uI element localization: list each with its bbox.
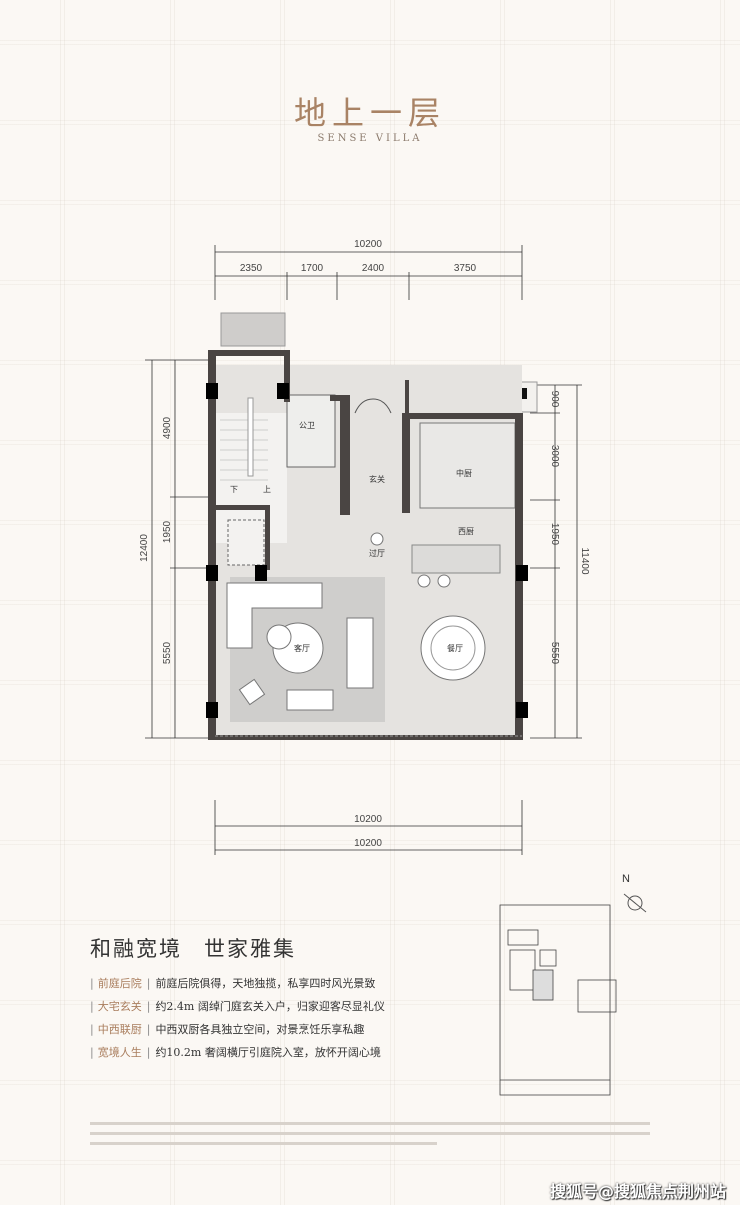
dim-right-4: 5550 (549, 642, 560, 665)
dim-left-1: 4900 (162, 416, 173, 439)
room-bathroom: 公卫 (299, 421, 315, 430)
compass-icon (623, 893, 647, 913)
feature-item: |大宅玄关|约2.4m 阔绰门庭玄关入户，归家迎客尽显礼仪 (90, 1000, 385, 1013)
bathroom (286, 394, 336, 468)
key-plan-thumbnail (499, 904, 617, 1096)
dim-bottom-2: 10200 (354, 838, 382, 849)
feature-text: 约2.4m 阔绰门庭玄关入户，归家迎客尽显礼仪 (155, 1000, 385, 1013)
room-chinese-kitchen: 中厨 (456, 468, 472, 478)
dim-top-4: 3750 (454, 263, 477, 274)
feature-list: |前庭后院|前庭后院俱得，天地独揽，私享四时风光景致 |大宅玄关|约2.4m 阔… (90, 972, 385, 1064)
stair-up-label: 上 (263, 485, 271, 494)
ac-platform (220, 312, 286, 347)
elevator (227, 519, 265, 566)
entry-door (354, 398, 392, 414)
dimension-lines (145, 245, 582, 855)
floor-plan: 10200 2350 1700 2400 3750 12400 4900 195… (139, 239, 590, 855)
slogan: 和融宽境世家雅集 (90, 933, 296, 963)
dim-right-total: 11400 (579, 547, 590, 575)
feature-text: 中西双厨各具独立空间，对景烹饪乐享私趣 (155, 1023, 365, 1036)
sofa-bottom (286, 689, 334, 711)
page-title: 地上一层 (293, 94, 446, 132)
dim-left-3: 5550 (162, 641, 173, 664)
hall-ornament (370, 532, 384, 546)
dim-right-1: 900 (549, 391, 560, 408)
room-living: 客厅 (294, 643, 310, 653)
dim-left-total: 12400 (139, 534, 150, 562)
fine-print-notes (90, 1122, 650, 1152)
room-foyer: 玄关 (369, 474, 385, 484)
feature-item: |中西联厨|中西双厨各具独立空间，对景烹饪乐享私趣 (90, 1023, 365, 1036)
dim-left-2: 1950 (162, 520, 173, 543)
page-subtitle: SENSE VILLA (317, 133, 423, 144)
feature-text: 约10.2m 奢阔横厅引庭院入室，放怀开阔心境 (155, 1046, 381, 1059)
dim-bottom-1: 10200 (354, 814, 382, 825)
sofa-l (226, 582, 323, 649)
room-dining: 餐厅 (447, 644, 463, 653)
dim-top-1: 2350 (240, 263, 263, 274)
feature-key: 前庭后院 (97, 977, 142, 990)
chinese-kitchen (419, 422, 516, 509)
feature-item: |宽境人生|约10.2m 奢阔横厅引庭院入室，放怀开阔心境 (90, 1046, 381, 1059)
feature-text: 前庭后院俱得，天地独揽，私享四时风光景致 (155, 977, 376, 990)
sofa-right (346, 617, 374, 689)
kitchen-island (411, 544, 501, 574)
slogan-part-2: 世家雅集 (204, 937, 296, 961)
dim-top-2: 1700 (301, 263, 324, 274)
north-label: N (622, 873, 630, 885)
stair-down-label: 下 (230, 485, 238, 494)
feature-key: 宽境人生 (97, 1046, 142, 1059)
room-western-kitchen: 西厨 (458, 527, 474, 536)
feature-key: 大宅玄关 (97, 1000, 142, 1013)
watermark: 搜狐号@搜狐焦点荆州站 (549, 1182, 726, 1201)
slogan-part-1: 和融宽境 (90, 937, 182, 961)
dim-right-3: 1950 (549, 523, 560, 546)
room-hall: 过厅 (369, 548, 385, 558)
feature-key: 中西联厨 (97, 1023, 142, 1036)
dim-right-2: 3000 (549, 445, 560, 468)
dim-top-total: 10200 (354, 239, 382, 250)
dim-top-3: 2400 (362, 263, 385, 274)
feature-item: |前庭后院|前庭后院俱得，天地独揽，私享四时风光景致 (90, 977, 376, 990)
